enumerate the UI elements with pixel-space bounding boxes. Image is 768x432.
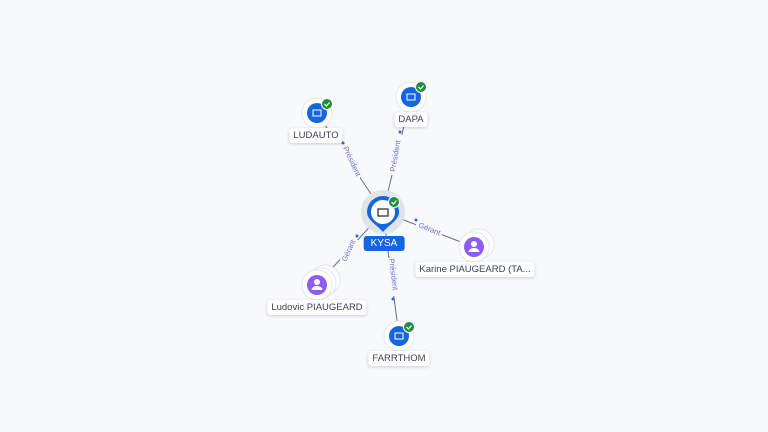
verified-check-icon <box>321 98 333 110</box>
node-ludovic[interactable] <box>301 264 341 301</box>
node-ludauto[interactable] <box>301 97 333 129</box>
node-label-karine[interactable]: Karine PIAUGEARD (TA... <box>415 262 535 277</box>
person-icon <box>471 241 477 247</box>
person-icon <box>314 279 320 285</box>
center-node-label[interactable]: KYSA <box>363 236 405 251</box>
edge-label-farrthom: Président <box>387 258 400 291</box>
verified-check-icon <box>403 321 415 333</box>
building-icon <box>312 109 322 117</box>
node-label-farrthom[interactable]: FARRTHOM <box>368 351 430 366</box>
verified-check-icon <box>388 196 400 208</box>
node-label-ludauto[interactable]: LUDAUTO <box>289 128 343 143</box>
building-icon <box>394 332 404 340</box>
node-label-dapa[interactable]: DAPA <box>394 112 428 127</box>
node-label-ludovic[interactable]: Ludovic PIAUGEARD <box>267 300 367 315</box>
building-icon <box>406 93 416 101</box>
verified-check-icon <box>415 81 427 93</box>
building-icon <box>377 208 389 217</box>
node-farrthom[interactable] <box>383 320 415 352</box>
center-node-kysa[interactable] <box>361 190 405 234</box>
node-dapa[interactable] <box>395 81 427 113</box>
node-karine[interactable] <box>458 228 495 263</box>
